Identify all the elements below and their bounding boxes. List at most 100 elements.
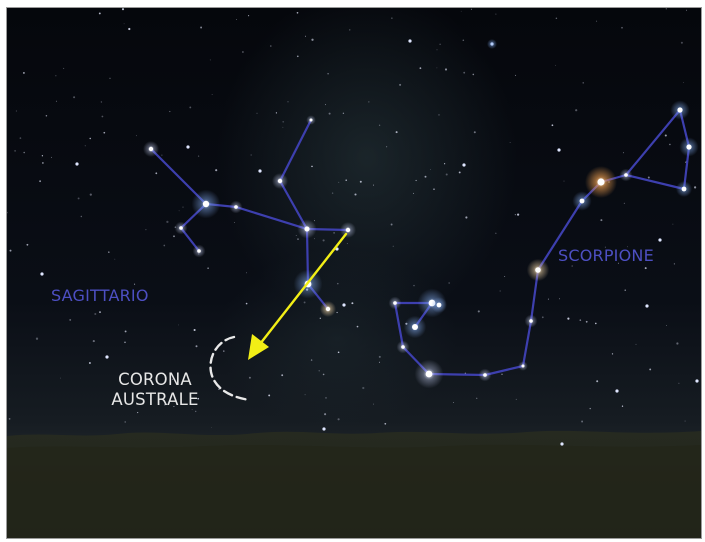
field-star	[462, 163, 466, 167]
background-star	[123, 23, 125, 25]
background-star	[541, 316, 544, 319]
background-star	[362, 386, 365, 390]
background-star	[338, 181, 340, 183]
background-star	[547, 298, 549, 300]
background-star	[9, 249, 12, 252]
field-star	[75, 162, 79, 166]
background-star	[166, 220, 169, 224]
background-star	[436, 67, 438, 69]
field-star	[658, 238, 662, 242]
background-star	[128, 27, 131, 31]
background-star	[191, 409, 193, 411]
background-star	[124, 330, 127, 333]
background-star	[415, 179, 417, 182]
background-star	[282, 126, 284, 128]
background-star	[270, 45, 272, 47]
background-star	[84, 145, 86, 147]
background-star	[665, 325, 667, 327]
background-star	[45, 115, 48, 117]
background-star	[250, 154, 252, 156]
background-star	[514, 214, 516, 216]
star	[597, 178, 605, 186]
background-stars	[7, 8, 699, 446]
background-star	[134, 283, 136, 285]
background-star	[413, 192, 414, 194]
background-star	[685, 9, 687, 11]
background-star	[318, 370, 320, 372]
background-star	[463, 71, 466, 74]
background-star	[509, 142, 511, 143]
background-star	[108, 251, 110, 253]
background-star	[314, 220, 316, 222]
star	[325, 306, 331, 312]
star	[148, 146, 154, 152]
background-star	[581, 420, 584, 423]
background-star	[684, 420, 686, 422]
background-star	[101, 115, 104, 118]
background-star	[80, 215, 82, 218]
background-star	[89, 137, 91, 140]
background-star	[627, 246, 628, 248]
background-star	[189, 106, 192, 109]
field-star	[560, 442, 564, 446]
background-star	[245, 302, 248, 305]
star	[624, 173, 628, 177]
star	[677, 107, 683, 113]
background-star	[200, 26, 203, 29]
background-star	[611, 353, 614, 355]
background-star	[453, 401, 455, 403]
background-star	[303, 301, 306, 304]
star	[436, 302, 442, 308]
star	[483, 373, 487, 377]
background-star	[596, 20, 598, 22]
background-star	[35, 337, 39, 340]
background-star	[336, 311, 338, 314]
background-star	[555, 17, 558, 20]
background-star	[444, 68, 448, 71]
constellation-label-scorpione: SCORPIONE	[558, 246, 654, 265]
background-star	[121, 8, 125, 11]
background-star	[575, 109, 578, 112]
background-star	[391, 17, 393, 19]
background-star	[109, 77, 111, 79]
background-star	[41, 155, 44, 157]
background-star	[448, 282, 450, 284]
background-star	[378, 124, 381, 126]
background-star	[563, 180, 565, 182]
background-star	[164, 404, 166, 406]
background-star	[73, 96, 76, 99]
background-star	[161, 154, 163, 156]
field-star-glow	[487, 39, 497, 49]
background-star	[390, 223, 393, 226]
background-star	[673, 263, 676, 265]
background-star	[7, 211, 8, 214]
background-star	[669, 143, 671, 146]
background-star	[342, 112, 345, 114]
constellation-label-sagittario: SAGITTARIO	[51, 286, 149, 305]
star	[197, 249, 201, 253]
background-star	[42, 162, 44, 164]
background-star	[378, 355, 381, 358]
background-star	[197, 397, 200, 400]
background-star	[373, 184, 374, 186]
background-star	[337, 351, 340, 354]
background-star	[268, 394, 271, 397]
background-star	[464, 372, 466, 374]
background-star	[99, 311, 101, 313]
background-star	[314, 238, 315, 240]
background-star	[476, 397, 478, 399]
background-star	[356, 325, 359, 328]
background-star	[248, 15, 250, 17]
background-star	[589, 407, 591, 410]
background-star	[621, 405, 624, 407]
field-star	[615, 389, 619, 393]
background-star	[169, 110, 171, 113]
field-star	[557, 148, 561, 152]
background-star	[378, 361, 381, 363]
background-star	[8, 418, 11, 420]
background-star	[594, 322, 597, 325]
background-star	[600, 219, 603, 222]
background-star	[499, 290, 501, 292]
background-star	[296, 11, 299, 14]
background-star	[89, 193, 92, 196]
